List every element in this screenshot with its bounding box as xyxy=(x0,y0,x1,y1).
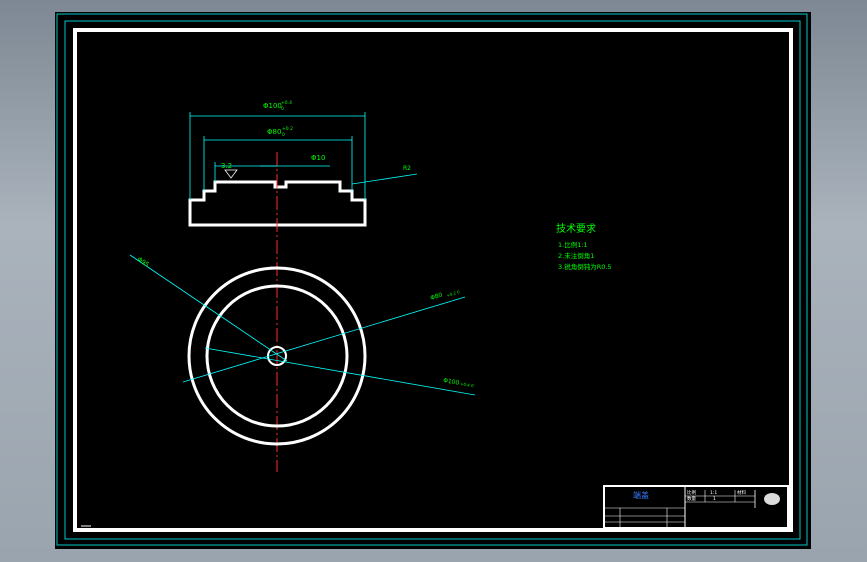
leader-line-r2 xyxy=(351,173,418,185)
section-outline xyxy=(188,180,367,227)
dim-text-outer: Φ100 xyxy=(263,102,282,110)
drawing-canvas[interactable]: Φ100 +0.4 0 Φ80 +0.2 0 Φ10 3.2 R2 Φ95 Φ8… xyxy=(55,12,811,549)
leader-line-phi100 xyxy=(204,347,476,396)
title-cell-2: 1:1 xyxy=(710,490,717,496)
leader-line-phi80 xyxy=(182,296,466,383)
title-block-frame xyxy=(603,485,789,529)
note-line-1: 1.比例1:1 xyxy=(558,240,588,249)
note-line-3: 3.锐角倒钝为R0.5 xyxy=(558,262,612,271)
plan-dim-right-1: Φ80 xyxy=(430,292,444,302)
section-view: Φ100 +0.4 0 Φ80 +0.2 0 Φ10 3.2 R2 xyxy=(188,100,418,472)
roughness-value: 3.2 xyxy=(221,162,232,170)
leader-label: R2 xyxy=(403,165,411,172)
roughness-symbol-icon xyxy=(224,169,238,179)
title-cell-4: 数量 xyxy=(687,495,696,502)
plan-dim-right-2: Φ100 xyxy=(443,377,460,387)
outer-sheet-border xyxy=(56,13,808,546)
plan-view: Φ95 Φ80 +0.2 0 Φ100 +0.4 0 xyxy=(129,254,476,446)
logo-icon xyxy=(764,493,780,505)
outer-circle xyxy=(187,266,367,446)
cad-viewport[interactable]: Φ100 +0.4 0 Φ80 +0.2 0 Φ10 3.2 R2 Φ95 Φ8… xyxy=(55,12,811,549)
dim-text-inner: Φ80 xyxy=(267,128,281,136)
title-cell-3: 材料 xyxy=(737,489,746,496)
dim-tol-outer-upper: +0.4 xyxy=(281,100,292,106)
dim-tol-outer-lower: 0 xyxy=(281,106,284,112)
part-name: 端盖 xyxy=(633,490,649,500)
title-cell-5: 1 xyxy=(713,496,716,502)
sheet-trim-border xyxy=(64,20,801,540)
leader-line-phi95 xyxy=(129,254,288,362)
dim-text-bore: Φ10 xyxy=(311,154,325,162)
drawing-frame xyxy=(73,28,793,532)
dim-tol-inner-lower: 0 xyxy=(282,132,285,138)
notes-heading: 技术要求 xyxy=(556,222,596,235)
title-cell-1: 比例 xyxy=(687,489,696,496)
technical-notes: 技术要求 1.比例1:1 2.未注倒角1 3.锐角倒钝为R0.5 xyxy=(556,222,612,271)
inner-circle xyxy=(205,284,349,428)
title-block: 端盖 比例 1:1 材料 数量 1 xyxy=(603,485,789,529)
plan-dim-right-2-tol: +0.4 0 xyxy=(460,381,475,388)
plan-dim-right-1-tol: +0.2 0 xyxy=(446,289,461,298)
note-line-2: 2.未注倒角1 xyxy=(558,251,594,260)
dim-tol-inner-upper: +0.2 xyxy=(282,126,293,132)
